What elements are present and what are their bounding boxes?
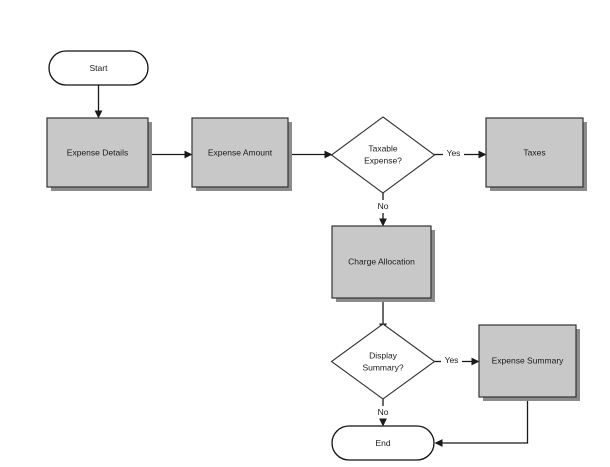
edge-label-taxable-yes: Yes [447, 148, 461, 158]
node-expense-details-label: Expense Details [67, 147, 128, 157]
edge-expense-details-to-expense-amount [152, 150, 193, 159]
edge-label-summary-yes: Yes [445, 355, 459, 365]
edge-taxable-expense-yes-to-taxes: Yes [434, 148, 487, 159]
node-display-summary[interactable]: Display Summary? [330, 323, 436, 400]
node-taxes-label: Taxes [523, 147, 545, 157]
edge-label-summary-no: No [378, 407, 389, 417]
edge-display-summary-no-to-end: No [378, 399, 389, 427]
node-start[interactable]: Start [48, 50, 149, 86]
node-taxable-expense[interactable]: Taxable Expense? [330, 116, 436, 194]
node-expense-amount-label: Expense Amount [208, 147, 273, 157]
node-expense-amount[interactable]: Expense Amount [191, 117, 292, 191]
node-taxes[interactable]: Taxes [485, 117, 587, 191]
node-end-label: End [375, 438, 390, 448]
node-start-label: Start [90, 63, 109, 73]
node-taxable-expense-label-line2: Expense? [364, 155, 402, 165]
edge-expense-summary-to-end [434, 397, 529, 447]
edge-taxable-expense-no-to-charge-allocation: No [378, 193, 389, 227]
edge-expense-amount-to-taxable-expense [288, 150, 333, 159]
edge-start-to-expense-details [94, 85, 103, 119]
node-display-summary-label-line1: Display [369, 350, 398, 360]
node-end[interactable]: End [331, 425, 435, 461]
node-expense-details[interactable]: Expense Details [46, 117, 152, 191]
node-display-summary-label-line2: Summary? [362, 362, 403, 372]
edge-display-summary-yes-to-expense-summary: Yes [434, 355, 480, 366]
node-charge-allocation[interactable]: Charge Allocation [331, 225, 435, 302]
node-expense-summary[interactable]: Expense Summary [478, 324, 580, 401]
edge-label-taxable-no: No [378, 201, 389, 211]
node-expense-summary-label: Expense Summary [492, 355, 565, 365]
node-charge-allocation-label: Charge Allocation [348, 256, 415, 266]
node-taxable-expense-label-line1: Taxable [368, 143, 398, 153]
